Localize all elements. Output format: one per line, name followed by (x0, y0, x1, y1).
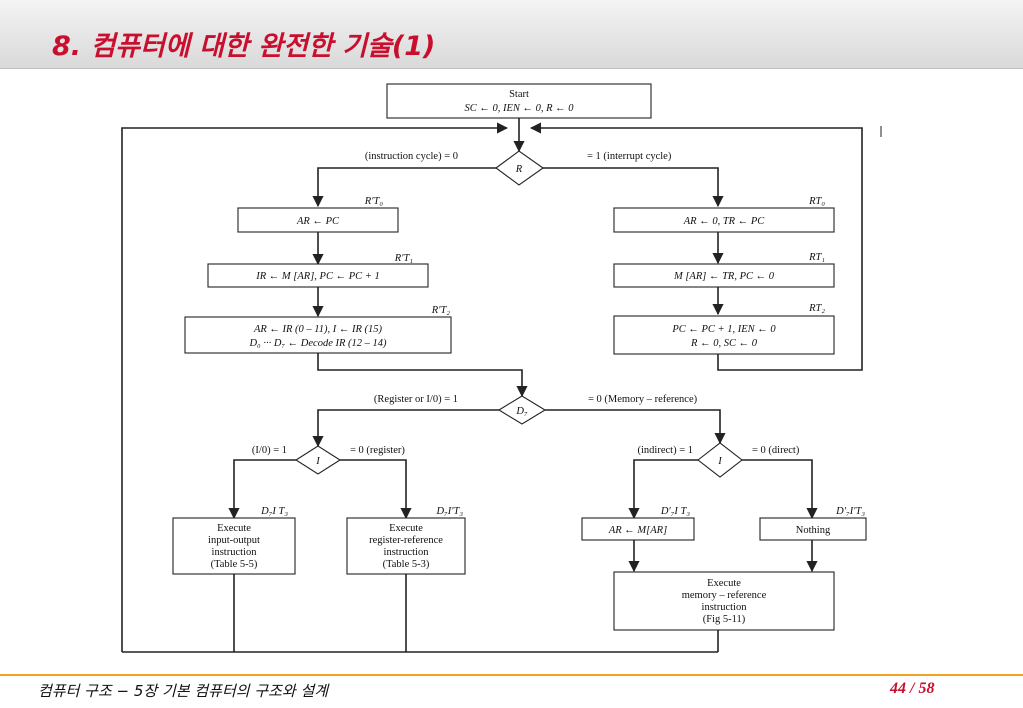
t2-label: R′T₂ (431, 305, 451, 316)
rt2-label: RT₂ (808, 303, 825, 314)
indirect-box-text: AR ← M[AR] (608, 525, 667, 536)
exec-io-label: D₇I T₃ (260, 506, 288, 517)
direct-box (759, 517, 867, 541)
t2-box (184, 316, 452, 354)
exec-io-box (172, 517, 296, 575)
decision-r-right-label: = 1 (interrupt cycle) (587, 151, 672, 162)
i-right-to-direct-line (742, 459, 818, 520)
decision-i-right (697, 442, 743, 478)
footer-text: 컴퓨터 구조 − 5장 기본 컴퓨터의 구조와 설계 (38, 682, 329, 700)
exec-io-line3: instruction (212, 547, 258, 558)
decision-i-right-right-label: = 0 (direct) (752, 445, 800, 456)
r-to-interrupt-line (543, 167, 724, 208)
exec-mem-line2: memory – reference (682, 590, 767, 601)
page-current: 44 (890, 680, 906, 697)
indirect-label: D′₇I T₃ (660, 506, 690, 517)
rt2-box-line2: R ← 0, SC ← 0 (690, 338, 758, 349)
exec-reg-line2: register-reference (369, 535, 443, 546)
t1-label: R′T₁ (394, 253, 413, 264)
exec-mem-box (613, 571, 835, 631)
decision-d7 (497, 395, 547, 425)
rt0-box-text: AR ← 0, TR ← PC (683, 216, 765, 227)
decision-i-right-symbol: I (717, 456, 722, 467)
decision-d7-left-label: (Register or I/0) = 1 (374, 394, 458, 405)
rt2-box (613, 315, 835, 355)
flow-lines (121, 118, 882, 653)
rt0-label: RT₀ (808, 196, 825, 207)
decision-i-left-symbol: I (315, 456, 320, 467)
left-return-line (121, 122, 509, 652)
indirect-box (581, 517, 695, 541)
footer-divider (0, 674, 1023, 676)
exec-mem-line1: Execute (707, 578, 741, 589)
exec-io-line4: (Table 5-5) (211, 559, 258, 570)
d7-to-i-right-line (545, 409, 726, 445)
rt1-box-text: M [AR] ← TR, PC ← 0 (673, 271, 775, 282)
exec-io-line2: input-output (208, 535, 260, 546)
exec-mem-line4: (Fig 5-11) (703, 614, 746, 625)
decision-i-left-right-label: = 0 (register) (350, 445, 405, 456)
exec-reg-line3: instruction (384, 547, 430, 558)
t2-to-d7-line (317, 353, 528, 398)
d7-to-i-left-line (312, 409, 499, 448)
exec-mem-line3: instruction (702, 602, 748, 613)
i-left-to-reg-line (340, 459, 412, 520)
t2-box-line2: D₀ ··· D₇ ← Decode IR (12 – 14) (248, 338, 387, 349)
rt2-box-line1: PC ← PC + 1, IEN ← 0 (671, 324, 776, 335)
page-total: 58 (918, 680, 935, 697)
start-init: SC ← 0, IEN ← 0, R ← 0 (464, 103, 574, 114)
page-number: 44 / 58 (890, 680, 934, 698)
t1-box-text: IR ← M [AR], PC ← PC + 1 (255, 271, 379, 282)
rt0-box (613, 207, 835, 233)
decision-i-right-left-label: (indirect) = 1 (638, 445, 693, 456)
i-left-to-io-line (228, 459, 296, 520)
exec-reg-box (346, 517, 466, 575)
t0-box-text: AR ← PC (296, 216, 340, 227)
r-to-fetch-line (312, 167, 496, 208)
decision-d7-right-label: = 0 (Memory – reference) (588, 394, 698, 405)
decision-r-left-label: (instruction cycle) = 0 (365, 151, 458, 162)
decision-r (495, 150, 544, 186)
page-separator: / (910, 680, 915, 697)
rt1-box (613, 263, 835, 288)
decision-d7-symbol: D₇ (515, 406, 528, 417)
decision-i-left (294, 445, 342, 475)
slide-title: 8. 컴퓨터에 대한 완전한 기술(1) (52, 31, 436, 62)
exec-reg-label: D₇I′T₃ (435, 506, 463, 517)
direct-label: D′₇I′T₃ (835, 506, 865, 517)
exec-reg-line4: (Table 5-3) (383, 559, 430, 570)
exec-reg-line1: Execute (389, 523, 423, 534)
interrupt-return-line (529, 122, 863, 371)
start-title: Start (509, 89, 529, 100)
t1-box (207, 263, 429, 288)
exec-io-line1: Execute (217, 523, 251, 534)
decision-r-symbol: R (515, 164, 523, 175)
direct-box-text: Nothing (796, 525, 831, 536)
t0-box (237, 207, 399, 233)
decision-i-left-left-label: (I/0) = 1 (252, 445, 287, 456)
start-box (386, 83, 652, 119)
t2-box-line1: AR ← IR (0 – 11), I ← IR (15) (253, 324, 383, 335)
i-right-to-indirect-line (628, 459, 698, 520)
t0-label: R′T₀ (364, 196, 384, 207)
rt1-label: RT₁ (808, 252, 825, 263)
header-band (0, 0, 1023, 69)
